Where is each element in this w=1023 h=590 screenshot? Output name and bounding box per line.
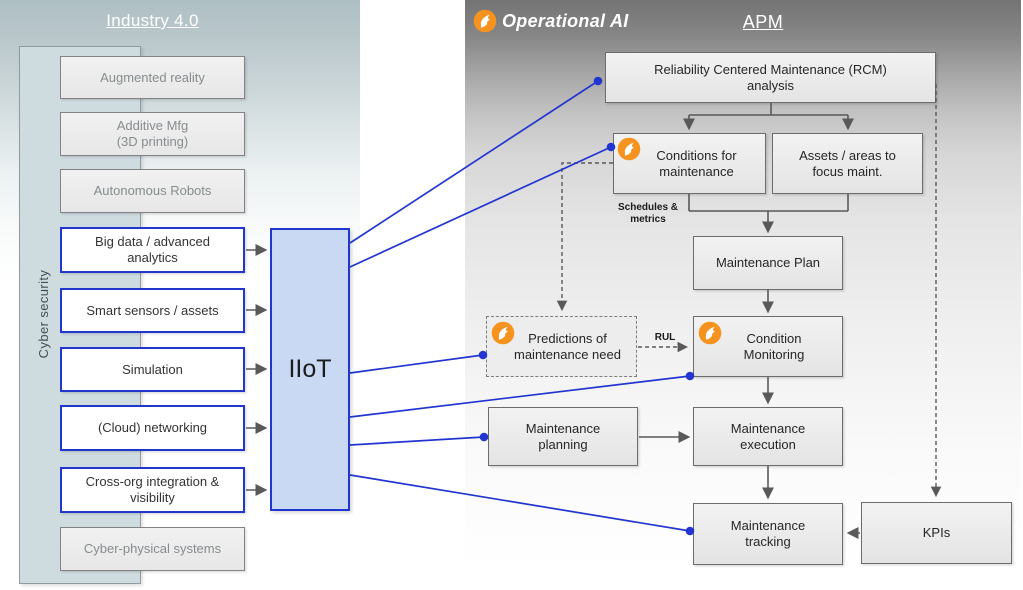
apm-title: APM [742, 12, 784, 32]
box-big-data: Big data / advanced analytics [60, 227, 245, 273]
box-smart-sensors: Smart sensors / assets [60, 288, 245, 333]
box-autonomous-robots: Autonomous Robots [60, 169, 245, 213]
box-simulation: Simulation [60, 347, 245, 392]
box-kpis: KPIs [861, 502, 1012, 564]
box-cyber-physical-systems: Cyber-physical systems [60, 527, 245, 571]
ai-flame-icon [698, 321, 722, 345]
cyber-security-label: Cyber security [36, 269, 51, 359]
box-augmented-reality: Augmented reality [60, 56, 245, 99]
box-maintenance-execution: Maintenance execution [693, 407, 843, 466]
box-predictions: Predictions of maintenance need [486, 316, 637, 377]
industry40-title: Industry 4.0 [106, 11, 199, 30]
box-iiot: IIoT [270, 228, 350, 511]
rul-label: RUL [654, 332, 676, 343]
ai-flame-icon [491, 321, 515, 345]
box-rcm-analysis: Reliability Centered Maintenance (RCM) a… [605, 52, 936, 103]
operational-ai-logo-icon [473, 9, 497, 33]
box-condition-monitoring: Condition Monitoring [693, 316, 843, 377]
box-maintenance-plan: Maintenance Plan [693, 236, 843, 290]
ai-flame-icon [617, 137, 641, 161]
box-cross-org-integration: Cross-org integration & visibility [60, 467, 245, 513]
operational-ai-label: Operational AI [502, 11, 629, 31]
box-additive-mfg: Additive Mfg (3D printing) [60, 112, 245, 156]
box-cloud-networking: (Cloud) networking [60, 405, 245, 451]
schedules-metrics-label: Schedules & metrics [617, 202, 679, 225]
box-assets-areas: Assets / areas to focus maint. [772, 133, 923, 194]
box-conditions-for-maintenance: Conditions for maintenance [613, 133, 766, 194]
box-maintenance-tracking: Maintenance tracking [693, 503, 843, 565]
box-maintenance-planning: Maintenance planning [488, 407, 638, 466]
